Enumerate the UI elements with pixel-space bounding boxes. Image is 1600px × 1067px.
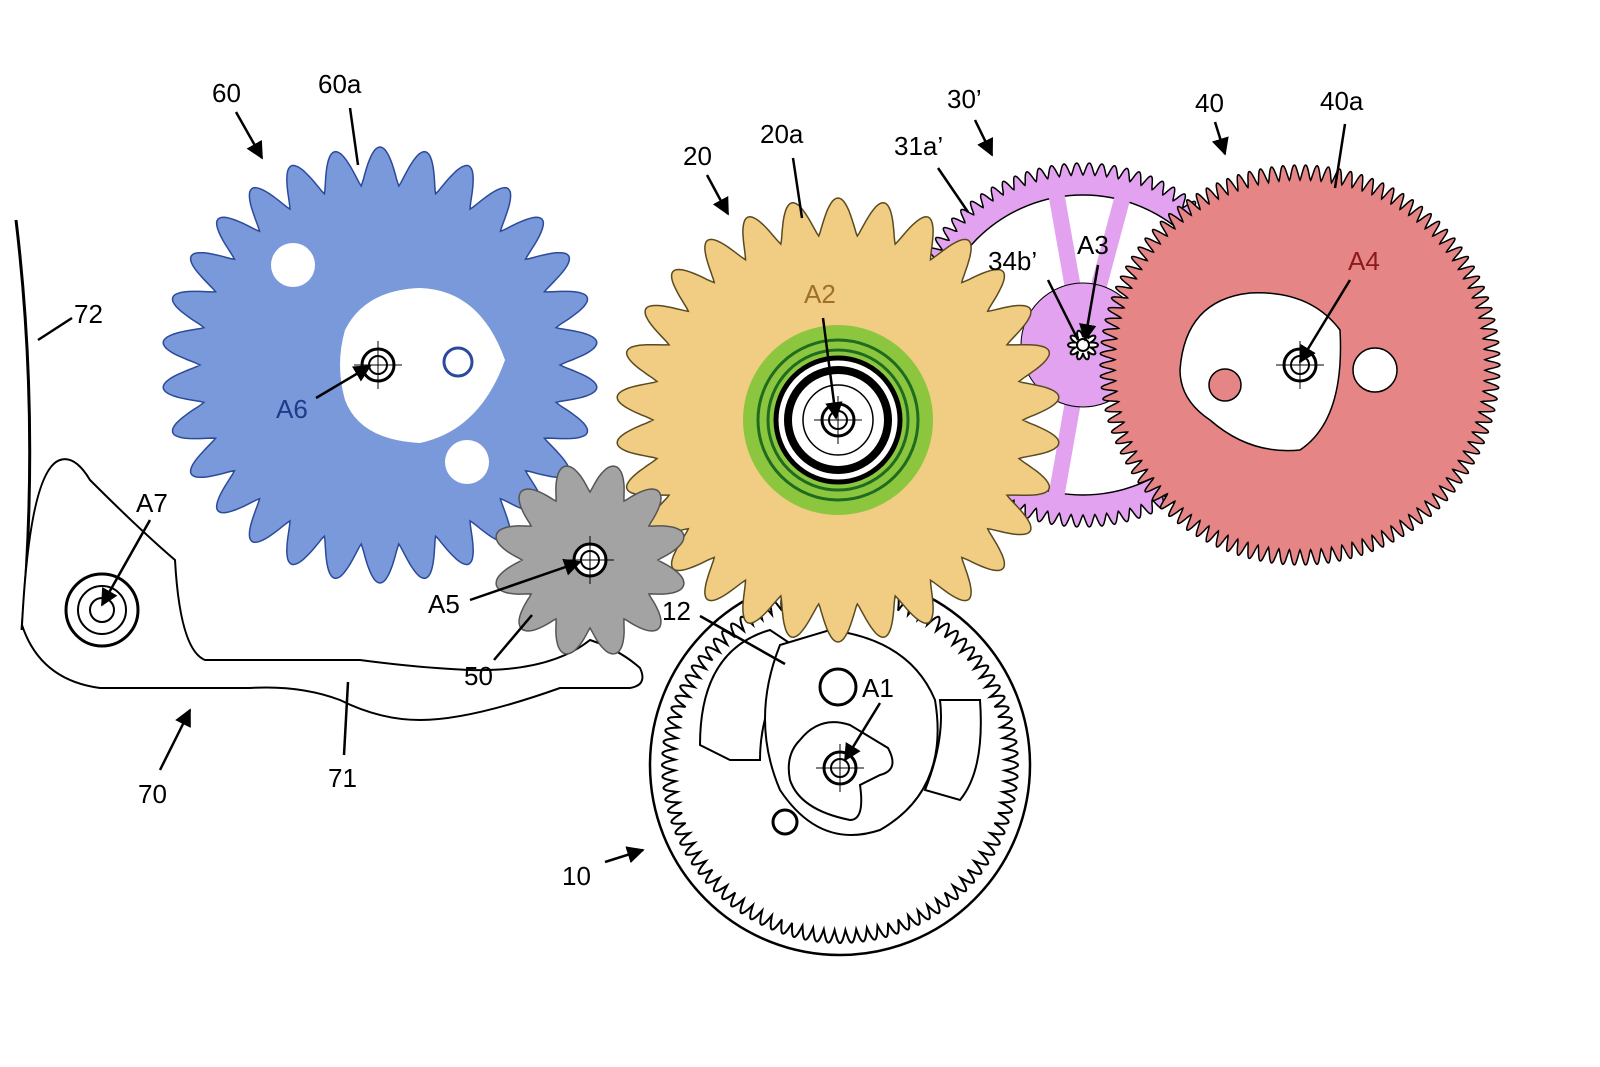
- label-30-prime: 30’: [947, 84, 982, 114]
- hole: [1208, 368, 1242, 402]
- label-70: 70: [138, 779, 167, 809]
- label-31a-prime: 31a’: [894, 131, 943, 161]
- reference-labels: 60 60a 20 20a 30’ 31a’ 40 40a 72 A6 A2 A…: [74, 69, 1380, 891]
- hole: [771, 808, 799, 836]
- label-20: 20: [683, 141, 712, 171]
- hole: [818, 667, 858, 707]
- label-60: 60: [212, 78, 241, 108]
- label-40: 40: [1195, 88, 1224, 118]
- wheel-20-ring-line: [766, 348, 910, 492]
- hole: [271, 243, 315, 287]
- label-20a: 20a: [760, 119, 804, 149]
- hole: [442, 346, 474, 378]
- label-72: 72: [74, 299, 103, 329]
- label-60a: 60a: [318, 69, 362, 99]
- wheel-20-ring-line: [756, 338, 920, 502]
- wheel-40-cutout: [1179, 292, 1342, 452]
- label-A6: A6: [276, 394, 308, 424]
- label-40a: 40a: [1320, 86, 1364, 116]
- label-A1: A1: [862, 673, 894, 703]
- wheel-60: [162, 146, 598, 584]
- wheel-10: [648, 573, 1032, 957]
- label-A3: A3: [1077, 230, 1109, 260]
- leader-lines: [37, 107, 1352, 864]
- wheel-20: [616, 197, 1060, 643]
- pivot-A7: [64, 572, 140, 648]
- label-A5: A5: [428, 589, 460, 619]
- label-71: 71: [328, 763, 357, 793]
- label-10: 10: [562, 861, 591, 891]
- hole: [445, 440, 489, 484]
- wheel-60-cutout: [340, 288, 505, 443]
- label-12: 12: [662, 596, 691, 626]
- label-A4: A4: [1348, 246, 1380, 276]
- arbor-A3: [1076, 338, 1090, 352]
- hole: [1352, 347, 1398, 393]
- label-50: 50: [464, 661, 493, 691]
- wheel-40: [1099, 164, 1501, 566]
- wheel-10-block: [923, 699, 982, 802]
- label-A2: A2: [804, 279, 836, 309]
- label-A7: A7: [136, 488, 168, 518]
- label-34b-prime: 34b’: [988, 246, 1037, 276]
